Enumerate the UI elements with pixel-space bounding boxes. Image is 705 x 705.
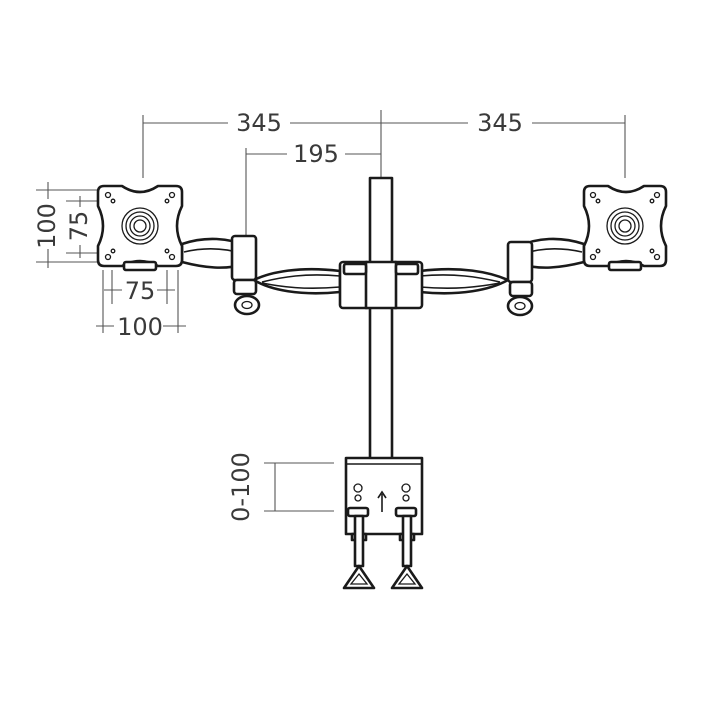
right-arm [506,237,586,317]
dim-vesa-height-inner: 75 [65,211,93,242]
dim-arm-reach: 195 [293,140,339,168]
left-arm [180,234,261,316]
dim-vesa-width-outer: 100 [117,313,163,341]
dim-vesa-width-inner: 75 [125,277,156,305]
dim-vesa-height-outer: 100 [33,203,61,249]
desk-pole [368,176,394,462]
dimension-labels: 345 345 195 100 75 75 100 0-100 [33,109,523,522]
dim-arm-span-left: 345 [236,109,282,137]
left-vesa-plate [96,184,184,272]
dim-arm-span-right: 345 [477,109,523,137]
right-vesa-plate [582,184,668,272]
clamp-screws [342,514,424,590]
dim-clamp-range: 0-100 [227,452,255,522]
center-hub [252,260,510,310]
dimension-lines [36,110,626,512]
